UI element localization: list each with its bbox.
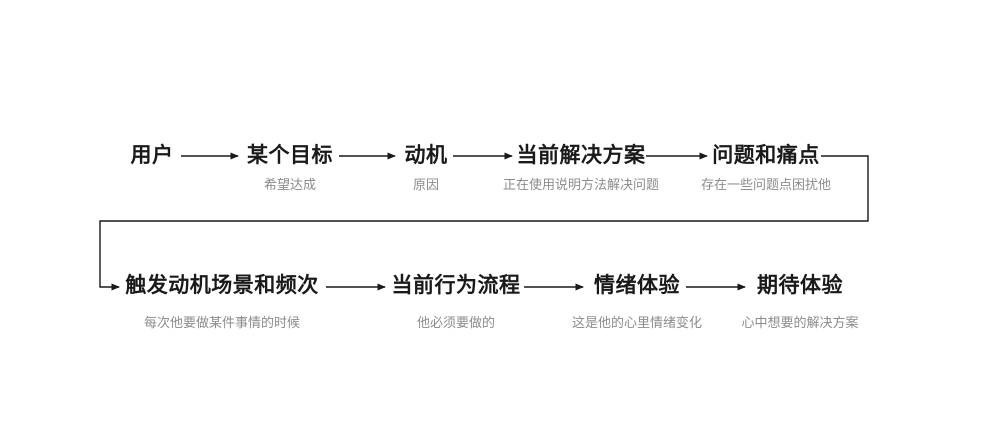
flow-node-note: 心中想要的解决方案 (741, 315, 859, 330)
flow-node-note: 正在使用说明方法解决问题 (502, 177, 660, 192)
flow-node-label: 情绪体验 (593, 274, 680, 297)
flow-node-behavior-process: 当前行为流程 他必须要做的 (391, 274, 521, 330)
flow-node-note: 这是他的心里情绪变化 (571, 315, 703, 330)
flow-node-note: 原因 (412, 177, 439, 192)
flow-node-label: 期待体验 (756, 274, 843, 297)
flow-node-label: 某个目标 (247, 144, 333, 167)
flow-node-expectation: 期待体验 心中想要的解决方案 (741, 274, 859, 330)
flow-node-painpoint: 问题和痛点 存在一些问题点困扰他 (700, 144, 832, 192)
flow-node-label: 用户 (130, 144, 174, 167)
flow-node-emotion: 情绪体验 这是他的心里情绪变化 (571, 274, 703, 330)
flow-node-note: 每次他要做某件事情的时候 (143, 315, 300, 330)
flow-node-label: 问题和痛点 (712, 144, 820, 167)
flow-node-note: 存在一些问题点困扰他 (700, 177, 832, 192)
flow-node-label: 触发动机场景和频次 (125, 274, 319, 297)
flow-node-note: 希望达成 (263, 177, 316, 192)
flow-node-user: 用户 (131, 145, 174, 167)
flow-node-trigger-scene: 触发动机场景和频次 每次他要做某件事情的时候 (125, 274, 319, 330)
flow-node-note: 他必须要做的 (416, 315, 495, 330)
flow-node-current-solution: 当前解决方案 正在使用说明方法解决问题 (502, 144, 660, 192)
flow-node-label: 当前解决方案 (516, 144, 646, 167)
flow-node-label: 当前行为流程 (391, 274, 521, 297)
flow-node-label: 动机 (404, 144, 448, 167)
flow-node-motivation: 动机 原因 (404, 144, 448, 192)
flow-node-goal: 某个目标 希望达成 (247, 144, 333, 192)
